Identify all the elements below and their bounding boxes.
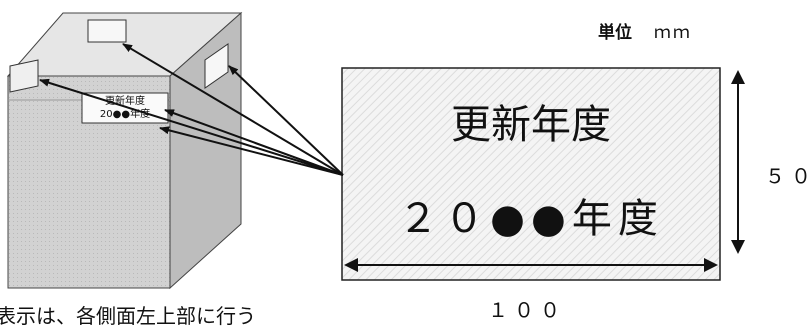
pointer-arrow-front-upper [164, 109, 344, 176]
unit-caption: 単位 ｍｍ [598, 18, 692, 43]
enlarged-label [341, 67, 721, 281]
pointer-arrow-right [228, 65, 344, 176]
pointer-arrow-left [39, 78, 344, 176]
pointer-arrows [39, 43, 344, 176]
box-diagram [6, 11, 745, 290]
box-front-label-text: 更新年度 20●●年度 [82, 95, 168, 121]
right-face-label [204, 43, 229, 89]
placement-note: 表示は、各側面左上部に行う [0, 304, 256, 328]
dimension-width-label: １００ [488, 298, 566, 322]
pointer-arrow-front-lower [159, 126, 344, 176]
label-year-line: ２０●●年度 [398, 196, 664, 242]
dimension-height-label: ５０ [765, 164, 811, 188]
left-edge-label [9, 59, 39, 93]
box-label-line1: 更新年度 [105, 96, 145, 107]
pointer-arrow-top [122, 43, 344, 176]
top-face-label [87, 19, 127, 43]
dimension-height-arrow [731, 70, 745, 254]
box-label-line2: 20●●年度 [99, 109, 151, 120]
unit-label: 単位 [598, 23, 632, 43]
unit-value: ｍｍ [653, 23, 692, 43]
dimension-width-arrow [344, 258, 718, 272]
label-title-line: 更新年度 [451, 102, 611, 148]
